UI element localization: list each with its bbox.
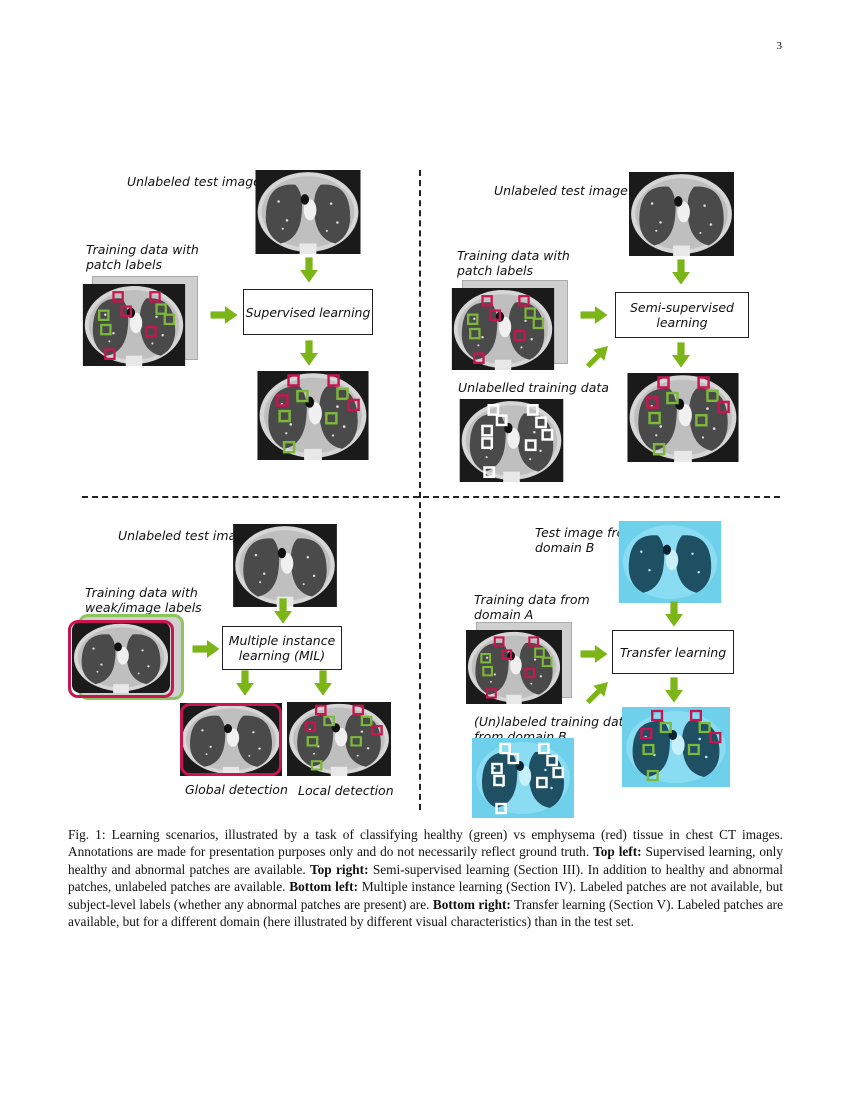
horizontal-divider — [82, 496, 780, 498]
bl-arrow-right — [192, 640, 220, 658]
br-arrow-down-1 — [665, 601, 683, 627]
tl-arrow-right — [210, 306, 238, 324]
tr-unlabeled-label: Unlabelled training data — [458, 380, 609, 395]
tr-method-box: Semi-supervised learning — [615, 292, 749, 338]
tl-arrow-down-1 — [300, 257, 318, 283]
bl-local-image — [287, 702, 391, 776]
caption-br-head: Bottom right: — [432, 896, 511, 912]
bl-train-label: Training data with weak/image labels — [85, 585, 202, 615]
vertical-divider — [419, 170, 421, 810]
caption-tr-text: Semi-supervised learning (Section III). … — [68, 861, 783, 895]
caption-tr-head: Top right: — [310, 861, 369, 877]
figure-caption: Fig. 1: Learning scenarios, illustrated … — [68, 826, 783, 930]
bl-global-frame — [180, 703, 282, 776]
tl-test-label: Unlabeled test image — [127, 174, 261, 189]
bl-method-box: Multiple instance learning (MIL) — [222, 626, 342, 670]
caption-bl-head: Bottom left: — [289, 879, 359, 895]
bl-global-label: Global detection — [185, 782, 288, 797]
tr-test-image — [627, 172, 736, 256]
caption-tl-head: Top left: — [593, 844, 642, 860]
caption-bl-text: Multiple instance learning (Section IV).… — [68, 879, 783, 912]
br-result-image — [622, 707, 730, 787]
br-arrow-diag — [584, 682, 608, 706]
br-train-image — [466, 630, 562, 704]
tl-result-image — [255, 371, 371, 460]
bl-train-weak-label-frame — [68, 620, 174, 698]
tr-train-image — [451, 288, 555, 370]
tr-train-label: Training data with patch labels — [457, 248, 570, 278]
tr-arrow-down-2 — [672, 342, 690, 368]
bl-arrow-down-2 — [236, 670, 254, 696]
bl-test-label: Unlabeled test image — [118, 528, 252, 543]
br-unlabeled-image — [472, 738, 574, 818]
tr-arrow-right — [580, 306, 608, 324]
tl-train-image — [82, 284, 186, 366]
tr-arrow-down-1 — [672, 259, 690, 285]
tr-unlabeled-image — [455, 399, 568, 482]
tl-train-label: Training data with patch labels — [86, 242, 199, 272]
caption-intro: Fig. 1: Learning scenarios, illustrated … — [68, 827, 783, 860]
caption-tl-text: Supervised learning, only healthy and ab… — [68, 844, 784, 877]
page-number: 3 — [776, 40, 783, 52]
bl-arrow-down-3 — [314, 670, 332, 696]
br-method-box: Transfer learning — [612, 630, 734, 674]
br-train-label: Training data from domain A — [474, 592, 590, 622]
bl-arrow-down-1 — [274, 598, 292, 624]
tl-test-image — [255, 170, 361, 254]
tr-test-label: Unlabeled test image — [494, 183, 628, 198]
caption-br-text: Transfer learning (Section V). Labeled p… — [68, 896, 784, 930]
tl-arrow-down-2 — [300, 340, 318, 366]
tl-method-box: Supervised learning — [243, 289, 373, 335]
bl-test-image — [233, 524, 337, 607]
br-arrow-right — [580, 645, 608, 663]
bl-local-label: Local detection — [298, 783, 394, 798]
br-arrow-down-2 — [665, 677, 683, 703]
tr-arrow-diag — [584, 346, 608, 370]
tr-result-image — [625, 373, 741, 462]
br-test-image — [617, 521, 723, 603]
